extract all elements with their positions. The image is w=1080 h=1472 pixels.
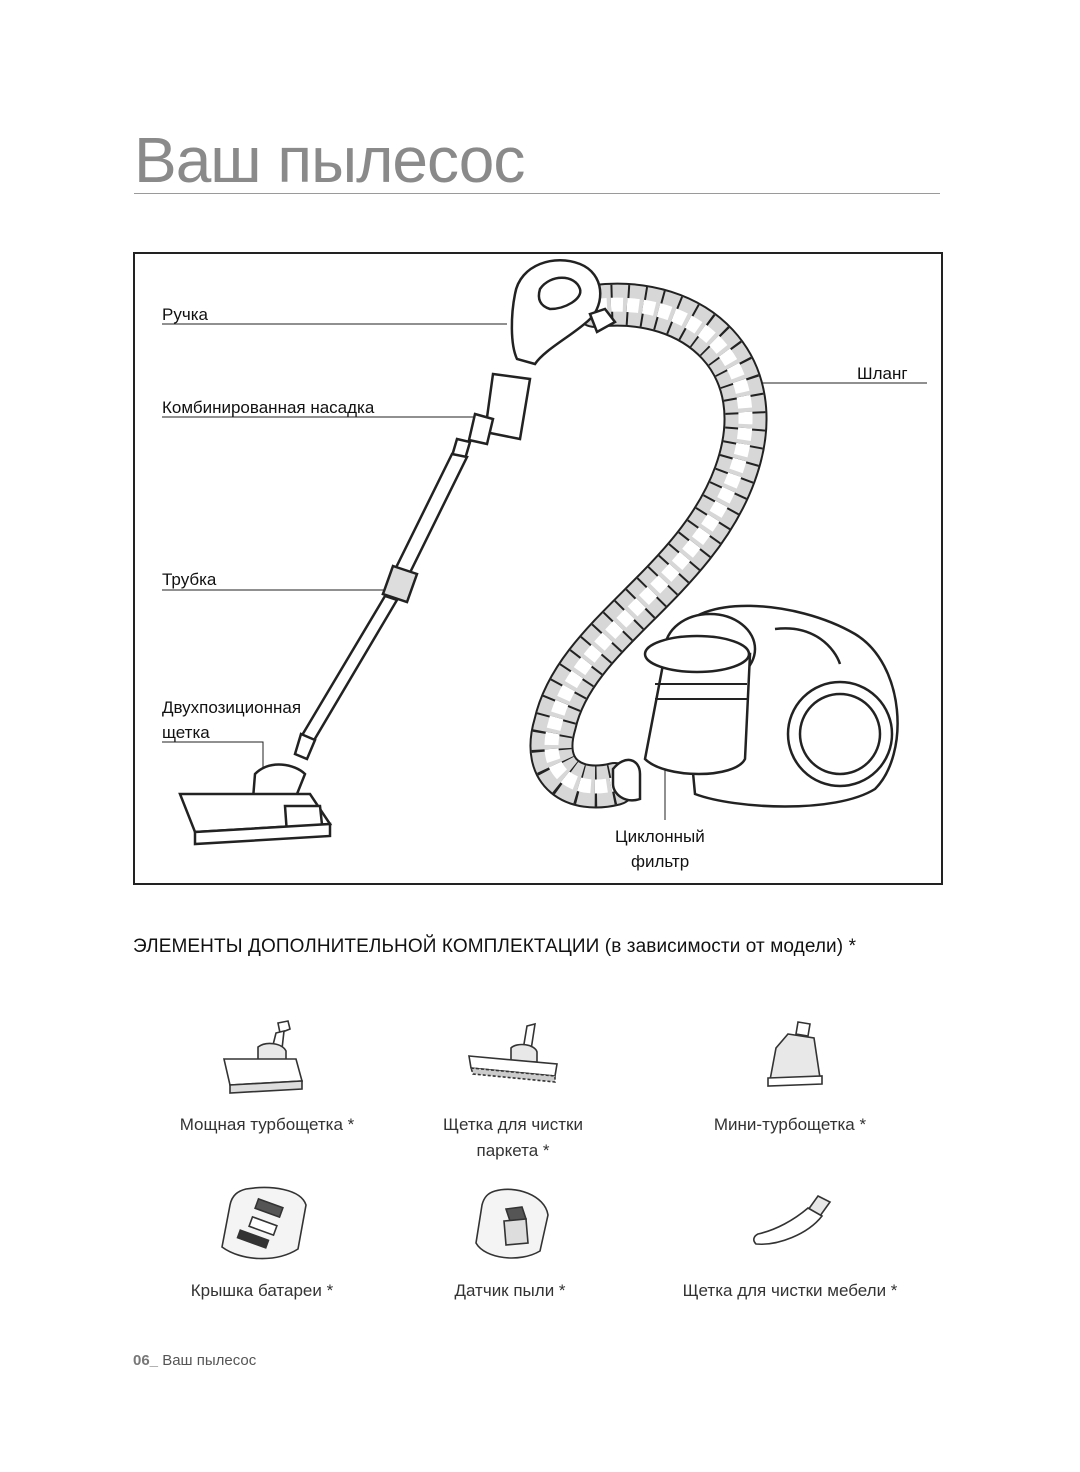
accessories-heading: ЭЛЕМЕНТЫ ДОПОЛНИТЕЛЬНОЙ КОМПЛЕКТАЦИИ (в … [133,936,857,957]
upholstery-brush-icon [753,1194,832,1245]
accessory-turbo-brush: Мощная турбощетка * [137,1112,397,1138]
page-footer: 06_ Ваш пылесос [133,1352,256,1369]
vacuum-diagram: Ручка Комбинированная насадка Трубка Дву… [133,252,943,885]
turbo-brush-icon [222,1020,304,1094]
cyclone-label-line2: фильтр [631,852,690,871]
dust-sensor-icon [475,1188,549,1259]
accessory-parquet-brush: Щетка для чистки паркета * [383,1112,643,1163]
accessory-label: Датчик пыли * [454,1281,566,1300]
handle-illustration [450,259,617,461]
accessory-label-line2: паркета * [476,1140,550,1160]
floor-brush-illustration [178,763,333,846]
hose-label: Шланг [857,364,908,383]
accessory-label: Мощная турбощетка * [179,1115,355,1134]
accessory-battery-cover: Крышка батареи * [132,1278,392,1304]
combo-nozzle-label: Комбинированная насадка [162,398,375,417]
accessory-dust-sensor: Датчик пыли * [380,1278,640,1304]
brush-label-line1: Двухпозиционная [162,698,302,717]
accessory-label: Щетка для чистки [443,1115,583,1134]
footer-section-title: Ваш пылесос [162,1352,257,1369]
accessory-label: Крышка батареи * [190,1281,334,1300]
canister-body-illustration [611,604,899,808]
title-divider [134,193,940,194]
page-number: 06_ [133,1352,159,1369]
cyclone-label-line1: Циклонный [615,827,705,846]
brush-label-line2: щетка [162,723,210,742]
hose-illustration [529,282,768,809]
accessory-upholstery-brush: Щетка для чистки мебели * [660,1278,920,1304]
accessory-mini-turbo-brush: Мини-турбощетка * [660,1112,920,1138]
page-title: Ваш пылесос [134,124,525,196]
brush-leader-line [162,741,264,776]
pipe-label: Трубка [162,570,217,589]
vacuum-illustration [162,259,927,846]
battery-cover-icon [221,1186,307,1260]
mini-turbo-brush-icon [767,1021,823,1087]
accessory-label: Мини-турбощетка * [713,1115,867,1134]
tube-illustration [293,452,469,761]
parquet-brush-icon [468,1022,558,1083]
handle-label: Ручка [162,305,208,324]
accessory-label: Щетка для чистки мебели * [682,1281,898,1300]
